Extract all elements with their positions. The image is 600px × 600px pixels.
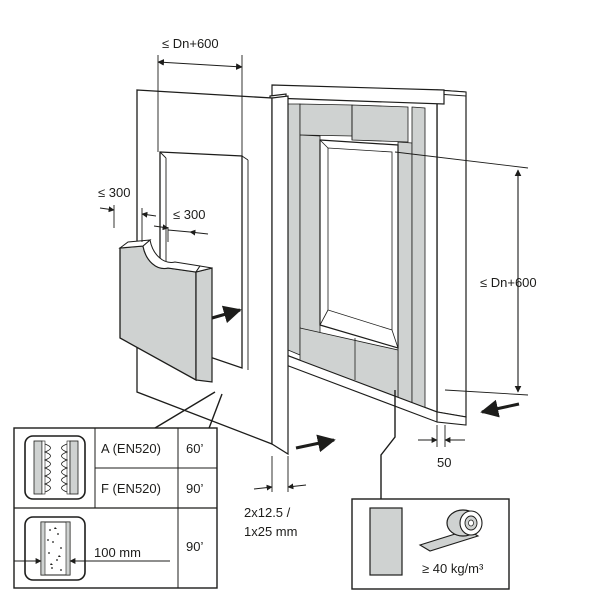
wall-frame-assembly <box>269 84 467 426</box>
right-height-label: ≤ Dn+600 <box>480 275 537 290</box>
insulation-roll-icon <box>418 509 483 552</box>
board-edge <box>271 95 289 456</box>
density-label: ≥ 40 kg/m³ <box>422 561 484 576</box>
board-thickness-label-1: 2x12.5 / <box>244 505 291 520</box>
board-insulation-icon <box>24 435 86 500</box>
board-sample-icon <box>369 507 403 576</box>
cladding-right-jamb <box>397 141 413 406</box>
left-overlap-label: ≤ 300 <box>98 185 130 200</box>
solid-board-icon <box>24 516 86 581</box>
table-row-1-label: A (EN520) <box>101 441 161 456</box>
cladding-top-left <box>299 103 353 137</box>
table-row-2-label: F (EN520) <box>101 481 161 496</box>
opening-inner-reveal <box>327 147 393 331</box>
frame-top-rail <box>271 84 445 105</box>
insulation-block <box>118 239 213 383</box>
dimension-board-thickness: 2x12.5 / 1x25 mm <box>244 456 307 539</box>
insulation-block-side <box>195 267 213 383</box>
table-row-3-time: 90’ <box>186 539 203 554</box>
dimension-left-overlap: ≤ 300 <box>98 185 157 242</box>
push-arrow-right <box>480 399 520 418</box>
dimension-top-width: ≤ Dn+600 <box>157 36 243 156</box>
cladding-left-outer <box>287 103 301 356</box>
wall-slab-rear <box>436 89 467 418</box>
top-width-label: ≤ Dn+600 <box>162 36 219 51</box>
dimension-right-height: ≤ Dn+600 <box>394 151 537 396</box>
cladding-right-outer <box>411 106 426 409</box>
push-arrow-insulation <box>211 305 242 324</box>
dimension-right-overlap: ≤ 300 <box>153 207 209 242</box>
right-overlap-label: ≤ 300 <box>173 207 205 222</box>
fire-rating-table: A (EN520) 60’ F (EN520) 90’ 100 mm 90’ <box>13 391 223 589</box>
table-row-1-time: 60’ <box>186 441 203 456</box>
material-callout: ≥ 40 kg/m³ <box>351 390 510 590</box>
frame-depth-label: 50 <box>437 455 451 470</box>
board-thickness-label-2: 1x25 mm <box>244 524 297 539</box>
cladding-left-jamb <box>299 134 321 336</box>
table-row-2-time: 90’ <box>186 481 203 496</box>
push-arrow-board <box>295 434 336 453</box>
dimension-frame-depth: 50 <box>418 425 465 470</box>
cladding-top-right <box>351 104 409 143</box>
table-row-3-label: 100 mm <box>94 545 141 560</box>
